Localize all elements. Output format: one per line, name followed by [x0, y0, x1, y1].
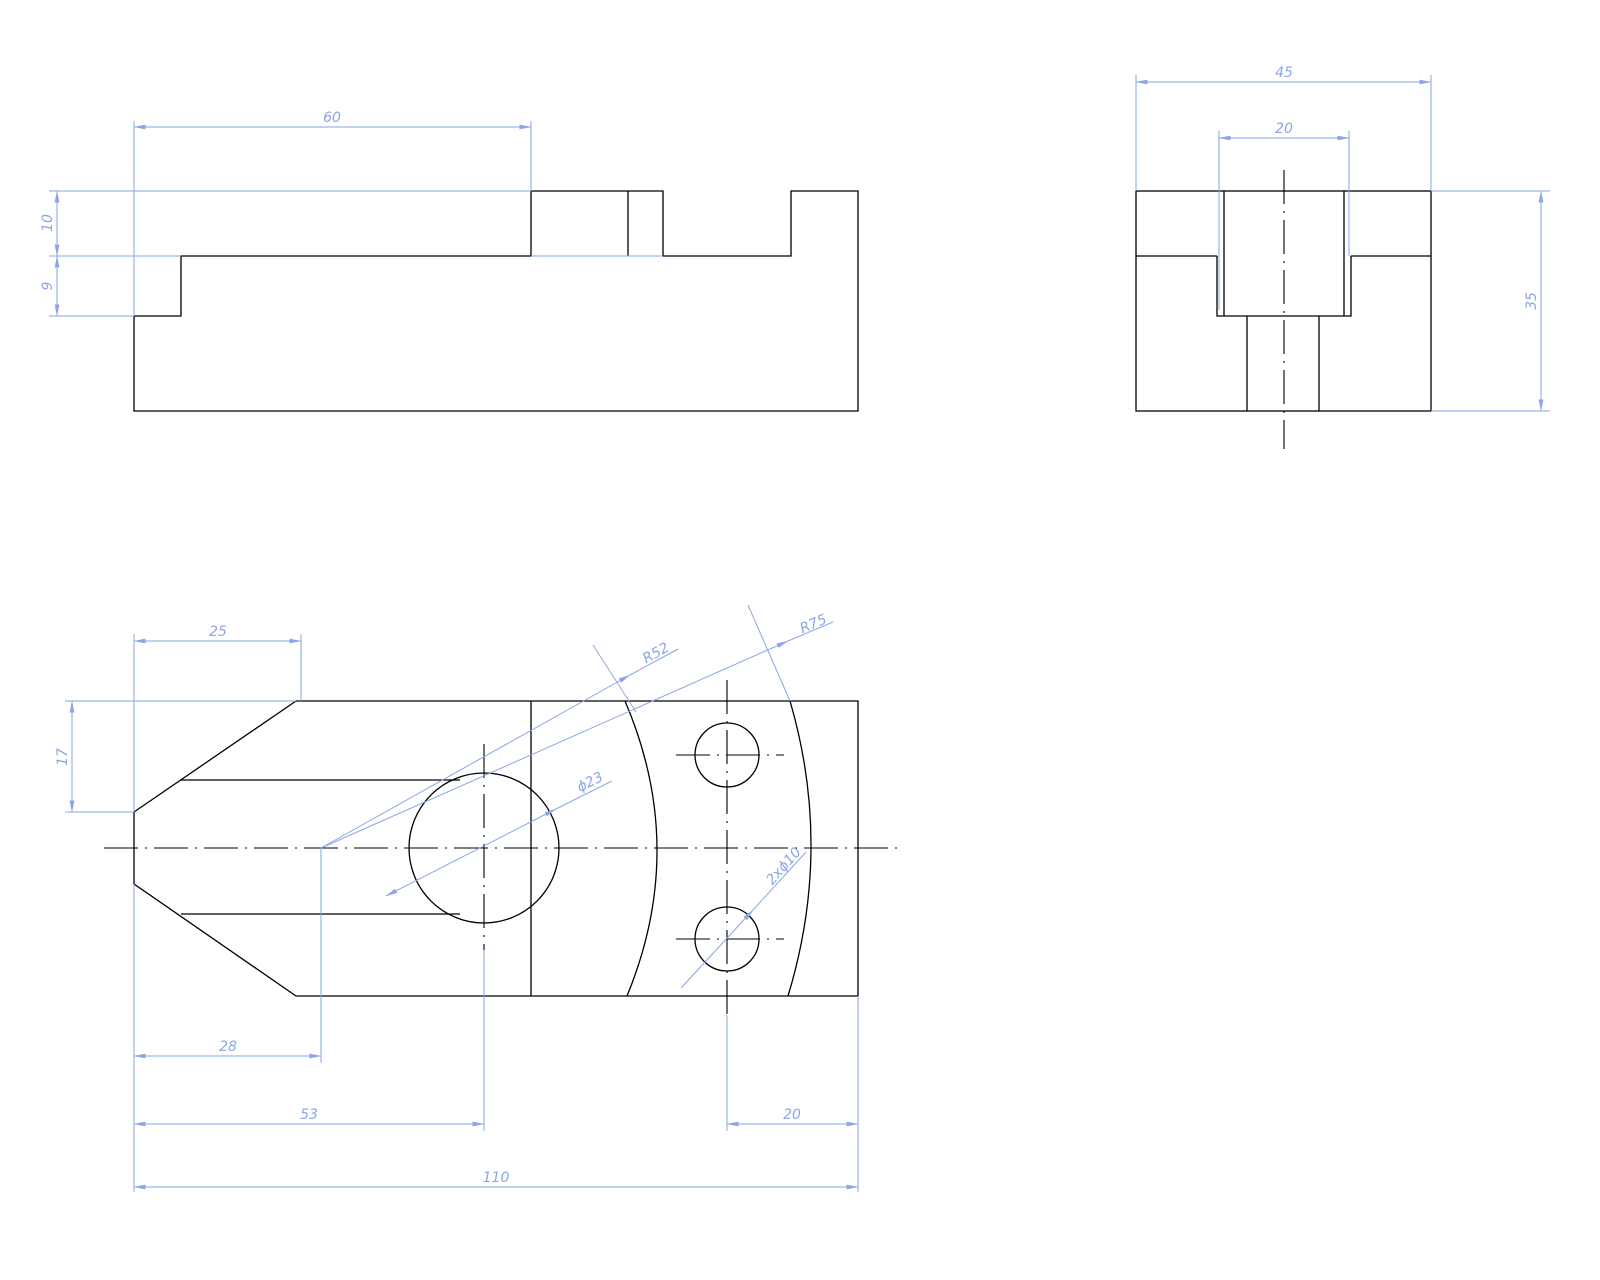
dim-top-chamfer-length-label: 25 [209, 624, 227, 640]
dim-front-length: 60 [133, 110, 532, 316]
front-view: 60 10 9 [40, 110, 859, 412]
dim-side-height-label: 35 [1524, 292, 1540, 310]
dim-top-overall-length-label: 110 [483, 1170, 510, 1186]
dim-side-width-label: 45 [1275, 65, 1293, 81]
dim-top-hole-position: 53 [133, 950, 485, 1131]
dim-top-arc-center-offset-label: 28 [219, 1039, 237, 1055]
dim-top-arc-center-offset: 28 [133, 848, 322, 1192]
top-view: 25 17 R52 R75 ϕ23 [55, 604, 900, 1192]
dim-top-small-holes-label: 2xϕ10 [763, 844, 805, 888]
front-view-outline [133, 190, 859, 412]
dim-top-hole-position-label: 53 [300, 1107, 318, 1123]
dim-top-radius-inner: R52 [320, 640, 679, 849]
dim-top-hole-diameter: ϕ23 [385, 769, 613, 897]
dim-front-step-top: 10 [40, 190, 531, 257]
dim-top-chamfer-height-label: 17 [55, 748, 71, 766]
dim-side-width: 45 [1135, 65, 1432, 191]
dim-side-slot-width-label: 20 [1275, 121, 1293, 137]
dim-front-step-lower: 9 [40, 255, 134, 317]
dim-top-radius-inner-label: R52 [640, 640, 672, 667]
dim-front-step-lower-label: 9 [40, 281, 56, 290]
dim-top-overall-length: 110 [133, 1170, 859, 1190]
dim-front-step-top-label: 10 [40, 214, 56, 232]
dim-top-chamfer-height: 17 [55, 700, 296, 813]
side-view: 45 20 35 [1135, 65, 1550, 449]
dim-top-chamfer-length: 25 [133, 624, 302, 812]
dim-side-slot-width: 20 [1218, 121, 1350, 310]
side-view-slot [1216, 256, 1352, 317]
dim-side-height: 35 [1431, 190, 1550, 412]
dim-front-length-label: 60 [323, 110, 341, 126]
dim-top-small-hole-offset-label: 20 [783, 1107, 801, 1123]
dim-top-radius-outer: R75 [320, 604, 834, 849]
dim-top-radius-outer-label: R75 [798, 612, 830, 638]
dim-top-small-hole-offset: 20 [726, 996, 859, 1192]
